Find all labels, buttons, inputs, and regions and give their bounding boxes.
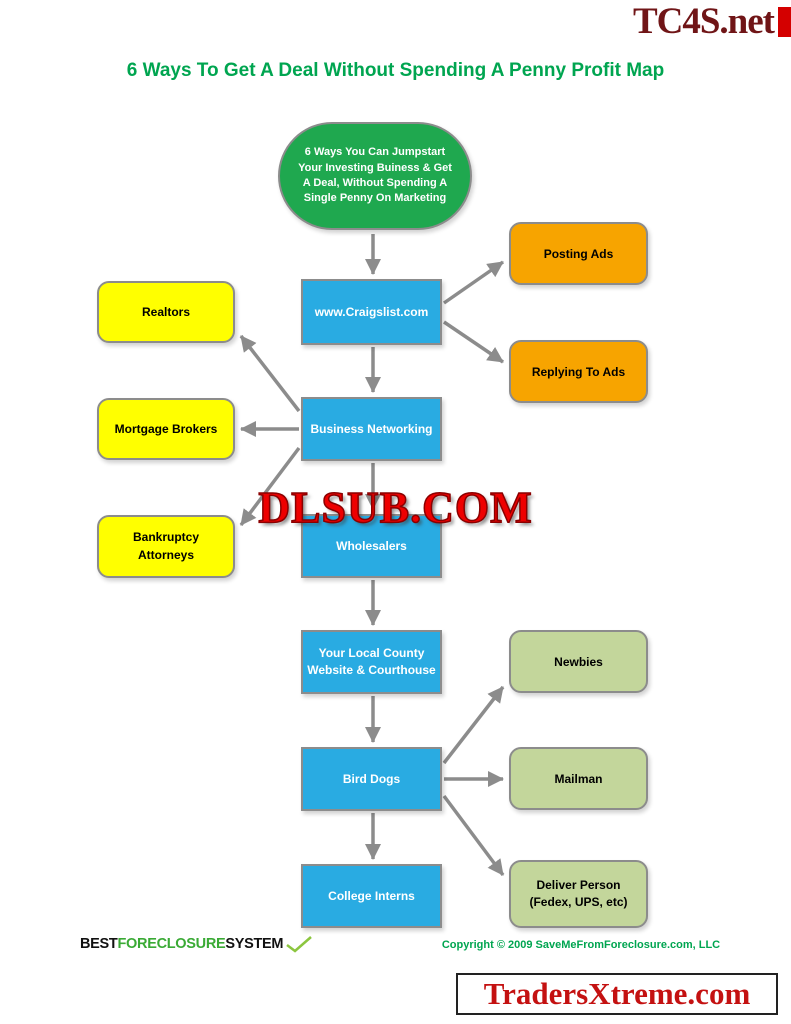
start-line-1: 6 Ways You Can Jumpstart	[304, 146, 446, 159]
start-line-3: A Deal, Without Spending A	[302, 177, 448, 189]
node-bird-dogs: Bird Dogs	[301, 747, 442, 811]
logo-word-system: SYSTEM	[225, 936, 284, 952]
bankruptcy-line-2: Attorneys	[137, 547, 194, 562]
logo-red-bar	[778, 7, 791, 37]
node-realtors: Realtors	[97, 281, 235, 343]
node-mortgage-brokers: Mortgage Brokers	[97, 398, 235, 460]
tc4s-logo[interactable]: TC4S.net	[632, 1, 775, 42]
start-line-2: Your Investing Buiness & Get	[298, 161, 452, 174]
tradersxtreme-banner[interactable]: TradersXtreme.com	[456, 973, 778, 1015]
start-line-4: Single Penny On Marketing	[303, 192, 447, 205]
arrow-craigslist-to-replying-ads	[443, 320, 504, 364]
deliver-line-1: Deliver Person	[536, 877, 621, 892]
node-deliver-person: Deliver Person (Fedex, UPS, etc)	[509, 860, 648, 928]
dlsub-watermark: DLSUB.COM	[258, 482, 533, 533]
bankruptcy-line-1: Bankruptcy	[132, 530, 200, 545]
node-replying-to-ads: Replying To Ads	[509, 340, 648, 403]
county-line-1: Your Local County	[318, 645, 425, 660]
arrow-bird-dogs-to-newbies	[442, 685, 505, 765]
deliver-line-2: (Fedex, UPS, etc)	[529, 895, 628, 909]
checkmark-icon	[286, 936, 313, 953]
county-line-2: Website & Courthouse	[307, 663, 436, 677]
node-mailman: Mailman	[509, 747, 648, 810]
node-college-interns: College Interns	[301, 864, 442, 928]
copyright-text: Copyright © 2009 SaveMeFromForeclosure.c…	[441, 939, 721, 951]
page-title: 6 Ways To Get A Deal Without Spending A …	[126, 60, 665, 81]
node-county-website: Your Local County Website & Courthouse	[301, 630, 442, 694]
node-bankruptcy-attorneys: Bankruptcy Attorneys	[97, 515, 235, 578]
logo-word-best: BEST	[80, 936, 118, 952]
node-newbies: Newbies	[509, 630, 648, 693]
logo-word-foreclosure: FORECLOSURE	[117, 936, 226, 952]
node-craigslist: www.Craigslist.com	[301, 279, 442, 345]
arrow-bird-dogs-to-deliver-person	[442, 794, 505, 877]
node-posting-ads: Posting Ads	[509, 222, 648, 285]
node-start: 6 Ways You Can Jumpstart Your Investing …	[278, 122, 472, 230]
node-business-networking: Business Networking	[301, 397, 442, 461]
arrow-craigslist-to-posting-ads	[443, 260, 504, 305]
arrow-networking-to-realtors	[239, 334, 301, 413]
node-wholesalers: Wholesalers	[301, 514, 442, 578]
